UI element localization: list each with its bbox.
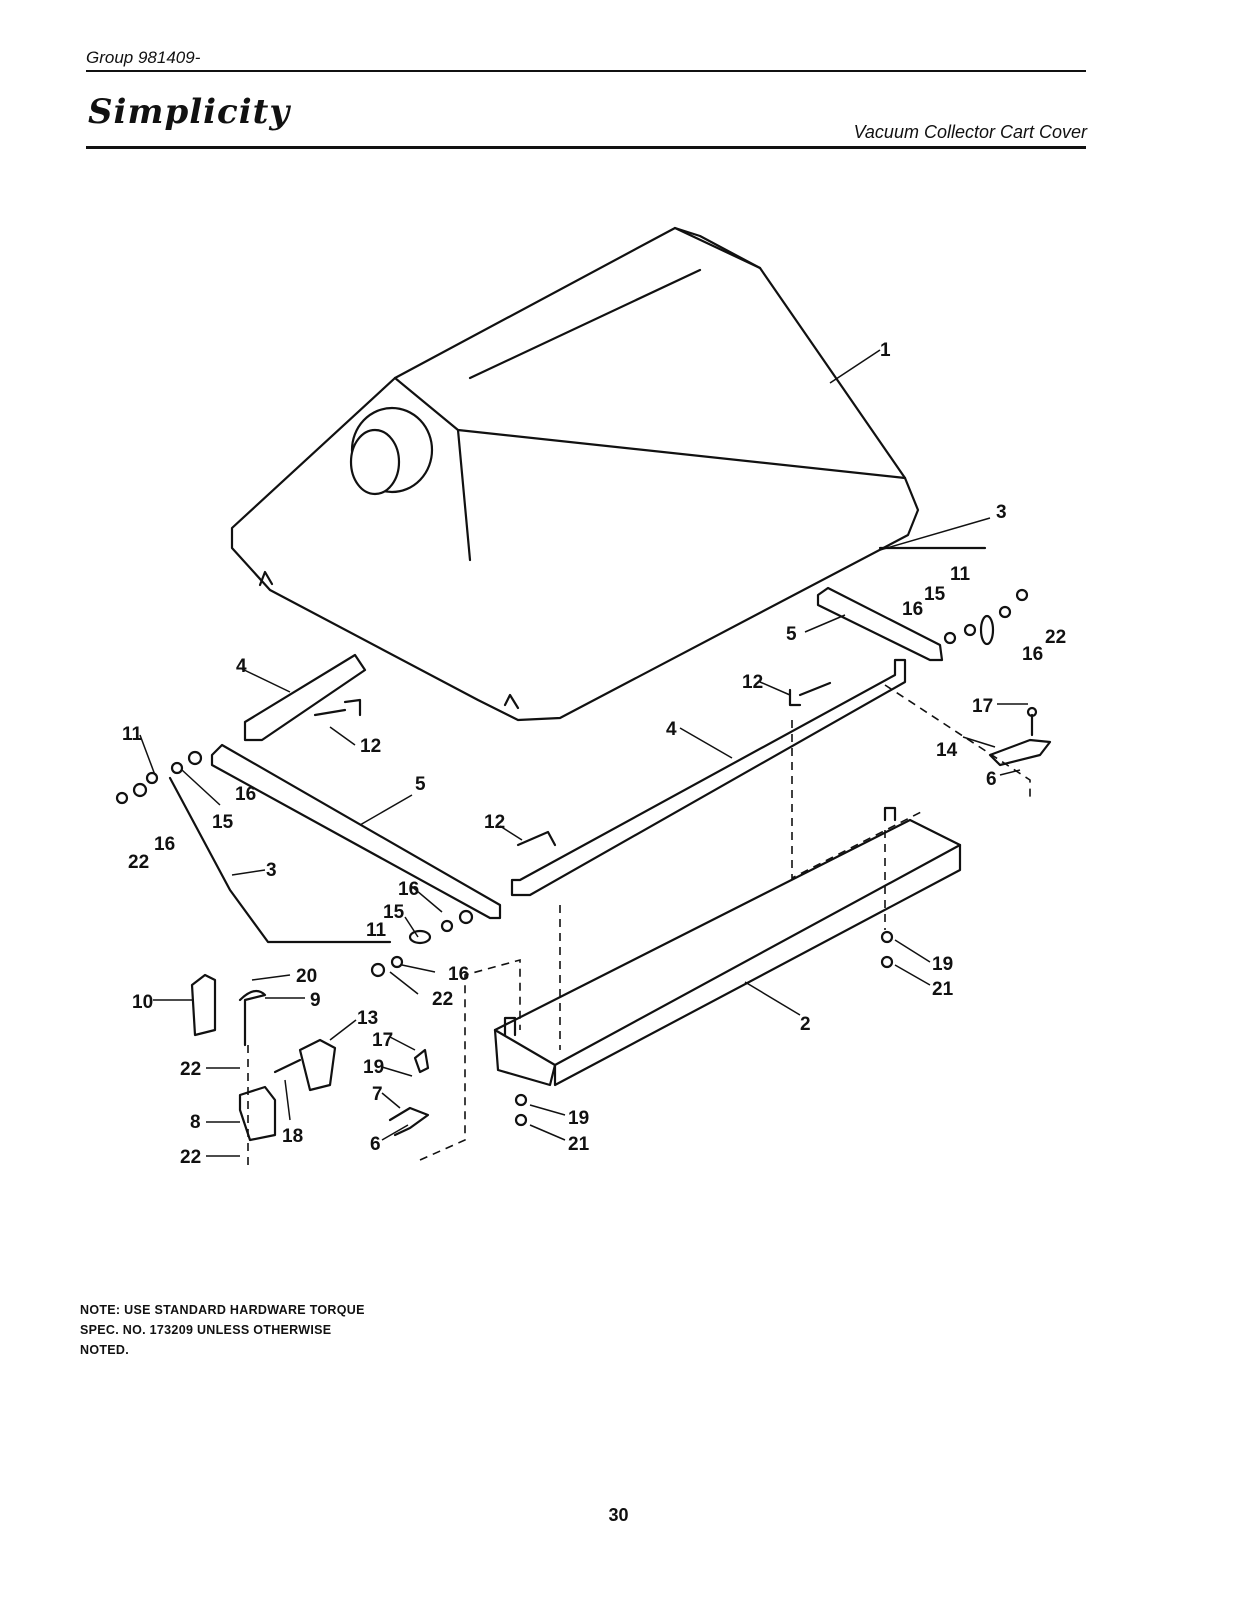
callout-3: 3 [996,502,1007,523]
part-base-tray [493,806,962,1087]
part-clip-7 [388,1106,430,1137]
callout-11: 11 [950,564,971,585]
callout-13: 13 [357,1008,378,1029]
callout-1: 1 [880,340,891,361]
part-latch-10 [190,973,217,1037]
callout-3: 3 [266,860,277,881]
callout-18: 18 [282,1126,303,1147]
callout-16: 16 [154,834,175,855]
callout-5: 5 [415,774,426,795]
callout-16: 16 [235,784,256,805]
callout-22: 22 [180,1059,201,1080]
part-cover [230,226,920,722]
group-number: Group 981409- [86,48,201,67]
callout-15: 15 [212,812,234,833]
callout-19: 19 [932,954,953,975]
part-bolt-17 [413,1048,430,1074]
callout-10: 10 [132,992,153,1013]
part-rod-4-left [243,653,367,742]
callout-22: 22 [128,852,149,873]
callout-12: 12 [742,672,763,693]
callout-11: 11 [366,920,387,941]
brand-logo: Simplicity [88,92,291,132]
callout-12: 12 [484,812,505,833]
part-bracket-8 [238,1085,277,1142]
hardware-note: NOTE: USE STANDARD HARDWARE TORQUE SPEC.… [80,1303,365,1357]
part-bar-5-left [210,743,502,920]
callout-20: 20 [296,966,317,987]
part-washer [145,771,159,785]
part-pin-9 [238,989,267,1047]
section-title: Vacuum Collector Cart Cover [853,122,1087,142]
callout-12: 12 [360,736,381,757]
callout-7: 7 [372,1084,383,1105]
callout-17: 17 [972,696,993,717]
callout-9: 9 [310,990,321,1011]
callout-21: 21 [568,1134,590,1155]
callout-16: 16 [1022,644,1043,665]
part-bracket-14 [988,738,1052,767]
callout-4: 4 [666,719,677,740]
callout-6: 6 [370,1134,381,1155]
part-rod-4-right [510,658,907,897]
callout-5: 5 [786,624,797,645]
callout-19: 19 [568,1108,589,1129]
callout-15: 15 [924,584,946,605]
callout-16: 16 [398,879,419,900]
header-rule-bottom [86,146,1086,149]
callout-21: 21 [932,979,954,1000]
callout-22: 22 [180,1147,201,1168]
callout-19: 19 [363,1057,384,1078]
part-rod-3-left [168,776,392,944]
callout-8: 8 [190,1112,201,1133]
part-pin-12c [788,681,832,707]
callout-16: 16 [448,964,469,985]
exploded-parts-diagram: 1 2 3 3 4 4 5 5 6 6 7 8 9 10 11 11 11 12… [115,226,1066,1170]
part-bar-5-right [816,586,944,662]
part-pin-12a [313,698,362,717]
callout-11: 11 [122,724,143,745]
part-bolt-18 [273,1058,302,1074]
callout-14: 14 [936,740,958,761]
part-pin-12b [516,830,557,847]
callout-22: 22 [1045,627,1066,648]
part-bracket-13 [298,1038,337,1092]
callout-16: 16 [902,599,923,620]
callout-22: 22 [432,989,453,1010]
page-number: 30 [608,1505,629,1525]
callout-2: 2 [800,1014,811,1035]
header-rule-top [86,70,1086,72]
callout-6: 6 [986,769,997,790]
callout-4: 4 [236,656,247,677]
callout-17: 17 [372,1030,393,1051]
callout-15: 15 [383,902,405,923]
